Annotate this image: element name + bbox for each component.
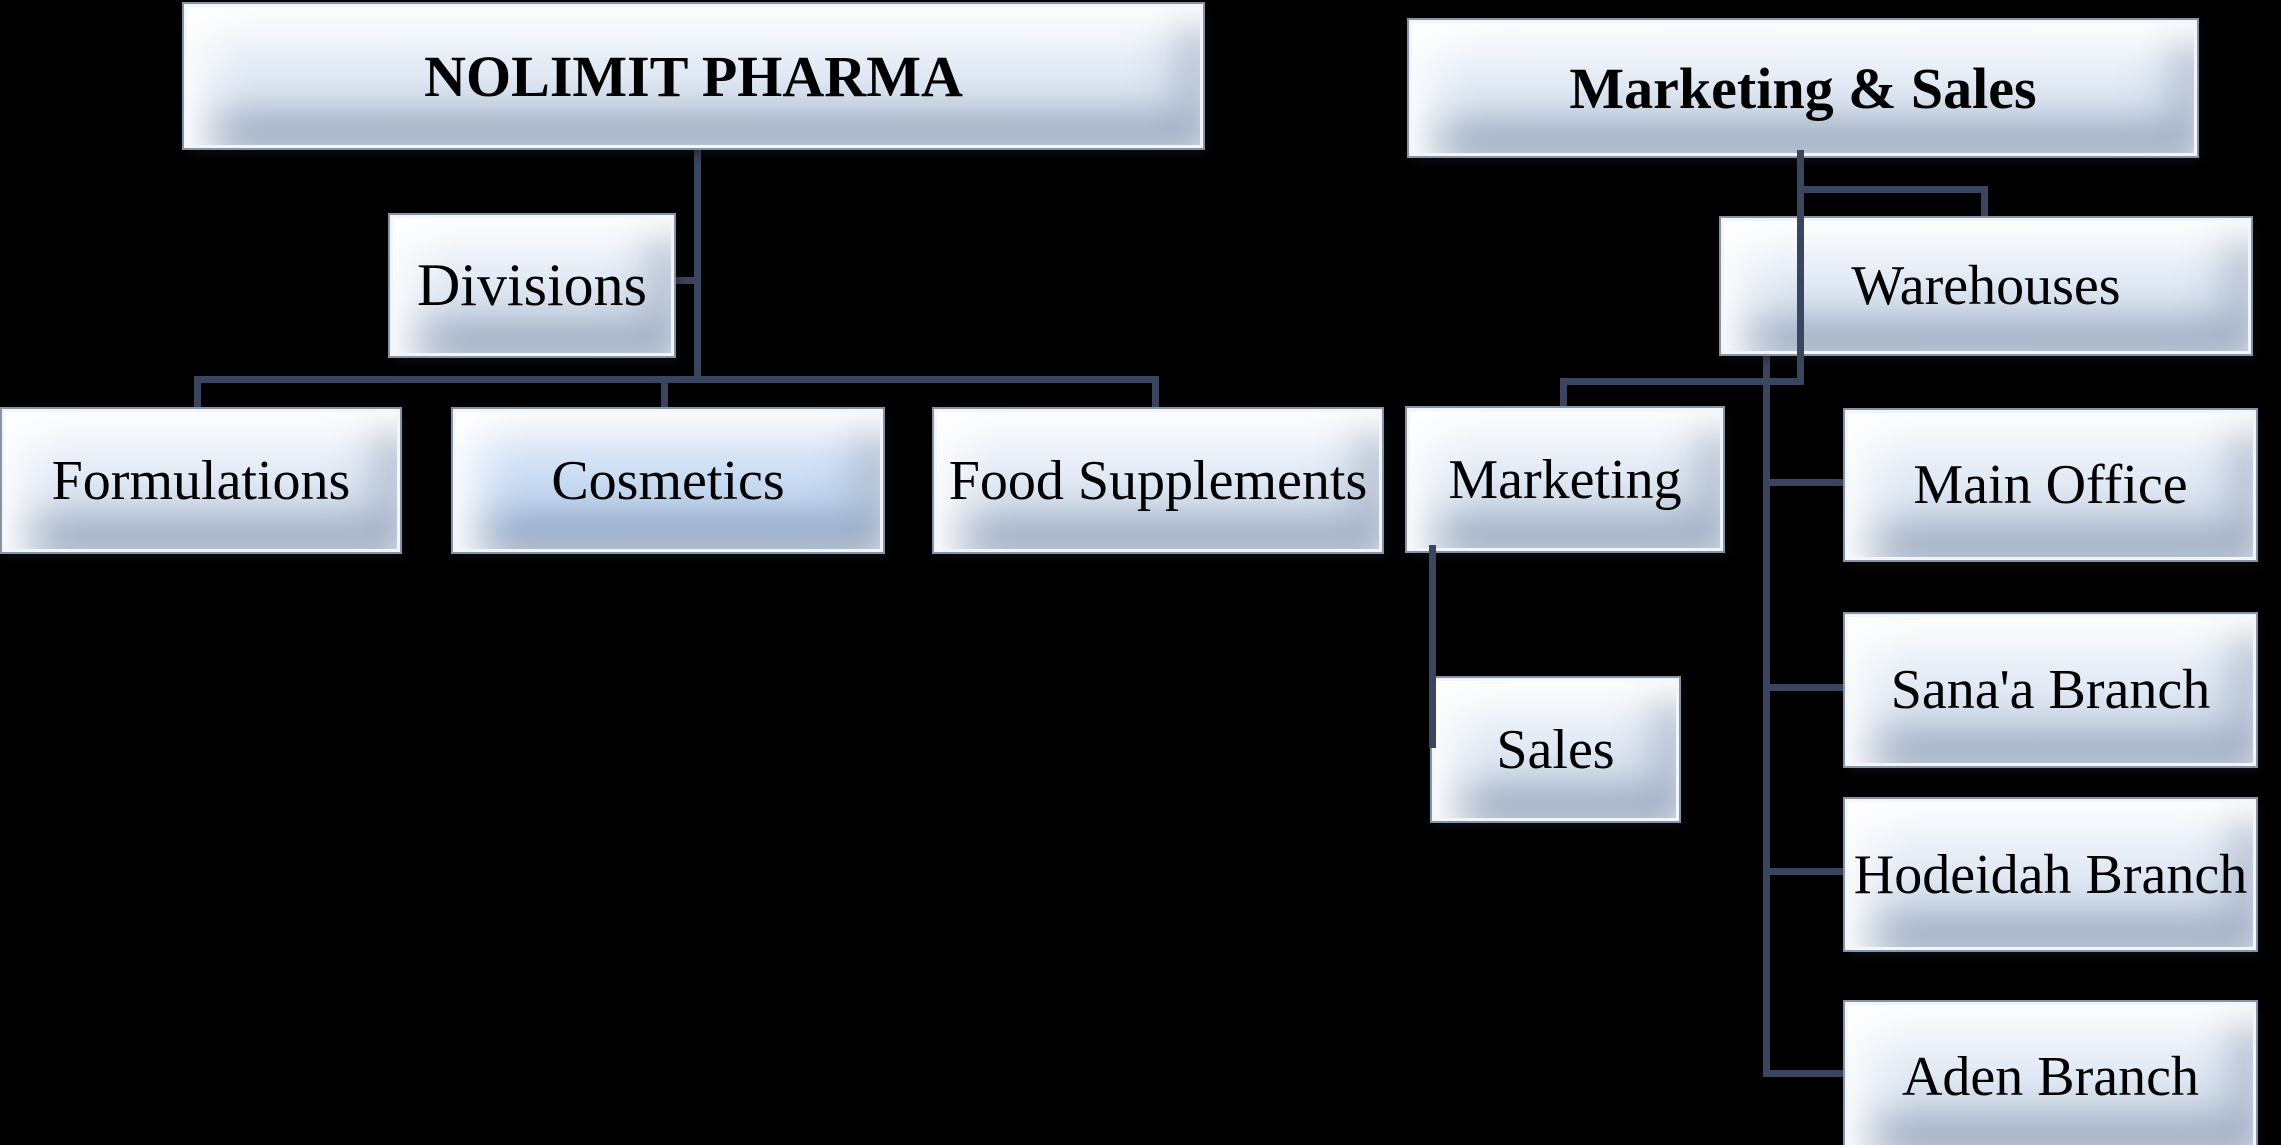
connector-aden-branch-stub xyxy=(1763,1070,1849,1077)
node-sanaa-branch[interactable]: Sana'a Branch xyxy=(1845,614,2256,766)
node-cosmetics[interactable]: Cosmetics xyxy=(453,409,883,552)
connector-ms-vertical-through-warehouses xyxy=(1797,150,1804,385)
connector-cosmetics-stub xyxy=(661,376,668,414)
connector-left-branch-horizontal xyxy=(194,376,1159,383)
node-main-office[interactable]: Main Office xyxy=(1845,410,2256,560)
node-hodeidah-branch[interactable]: Hodeidah Branch xyxy=(1845,799,2256,950)
connector-marketing-stub xyxy=(1560,378,1567,412)
connector-main-office-stub xyxy=(1763,479,1849,486)
node-divisions[interactable]: Divisions xyxy=(390,215,674,356)
node-aden-branch[interactable]: Aden Branch xyxy=(1845,1002,2256,1145)
connector-hodeidah-branch-stub xyxy=(1763,868,1849,875)
connector-sanaa-branch-stub xyxy=(1763,684,1849,691)
connector-divisions-stub xyxy=(668,277,701,284)
node-warehouses[interactable]: Warehouses xyxy=(1721,218,2251,354)
connector-food-supplements-stub xyxy=(1152,376,1159,414)
connector-marketing-horizontal xyxy=(1560,378,1804,385)
node-food-supplements[interactable]: Food Supplements xyxy=(934,409,1382,552)
connector-branches-trunk xyxy=(1763,348,1770,1077)
node-nolimit-pharma[interactable]: NOLIMIT PHARMA xyxy=(184,4,1203,148)
connector-formulations-stub xyxy=(194,376,201,414)
node-marketing[interactable]: Marketing xyxy=(1407,408,1723,551)
node-marketing-sales[interactable]: Marketing & Sales xyxy=(1409,20,2197,156)
connector-warehouses-elbow-horizontal xyxy=(1797,186,1988,193)
connector-marketing-sales-vertical xyxy=(1429,545,1436,748)
node-sales[interactable]: Sales xyxy=(1432,678,1679,821)
connector-nolimit-vertical xyxy=(694,142,701,383)
connector-warehouses-elbow-vertical xyxy=(1981,186,1988,222)
node-formulations[interactable]: Formulations xyxy=(2,409,400,552)
